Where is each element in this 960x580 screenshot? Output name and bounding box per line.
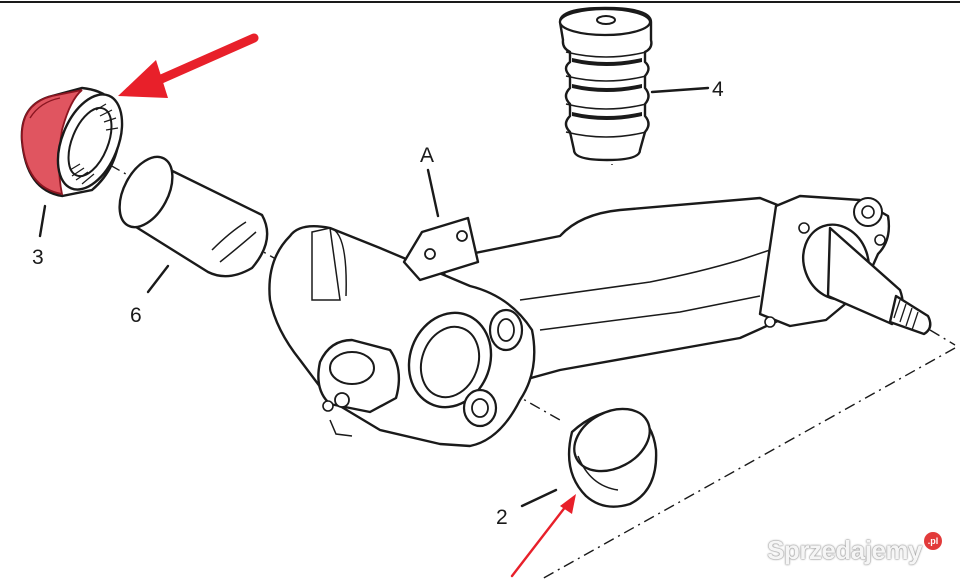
leader-line-6	[146, 264, 170, 294]
label-2: 2	[496, 506, 508, 529]
trailing-arm-body	[268, 194, 932, 448]
watermark-text: Sprzedajemy	[767, 535, 922, 565]
sleeve-part-6	[118, 155, 269, 278]
label-a: A	[420, 144, 434, 167]
leader-line-a	[426, 168, 440, 218]
red-arrow-icon	[118, 33, 259, 98]
watermark-badge: .pl	[924, 531, 942, 550]
label-3: 3	[32, 246, 44, 269]
leader-line-3	[38, 204, 47, 238]
watermark: Sprzedajemy .pl	[767, 531, 942, 566]
leader-line-4	[650, 86, 710, 94]
cap-part-2	[567, 407, 658, 508]
red-pointer-icon	[510, 494, 576, 578]
leader-line-2	[520, 488, 558, 508]
label-4: 4	[712, 78, 724, 101]
bump-stop-part-4	[558, 6, 653, 162]
label-6: 6	[130, 304, 142, 327]
bushing-ring-part-3	[20, 86, 124, 198]
